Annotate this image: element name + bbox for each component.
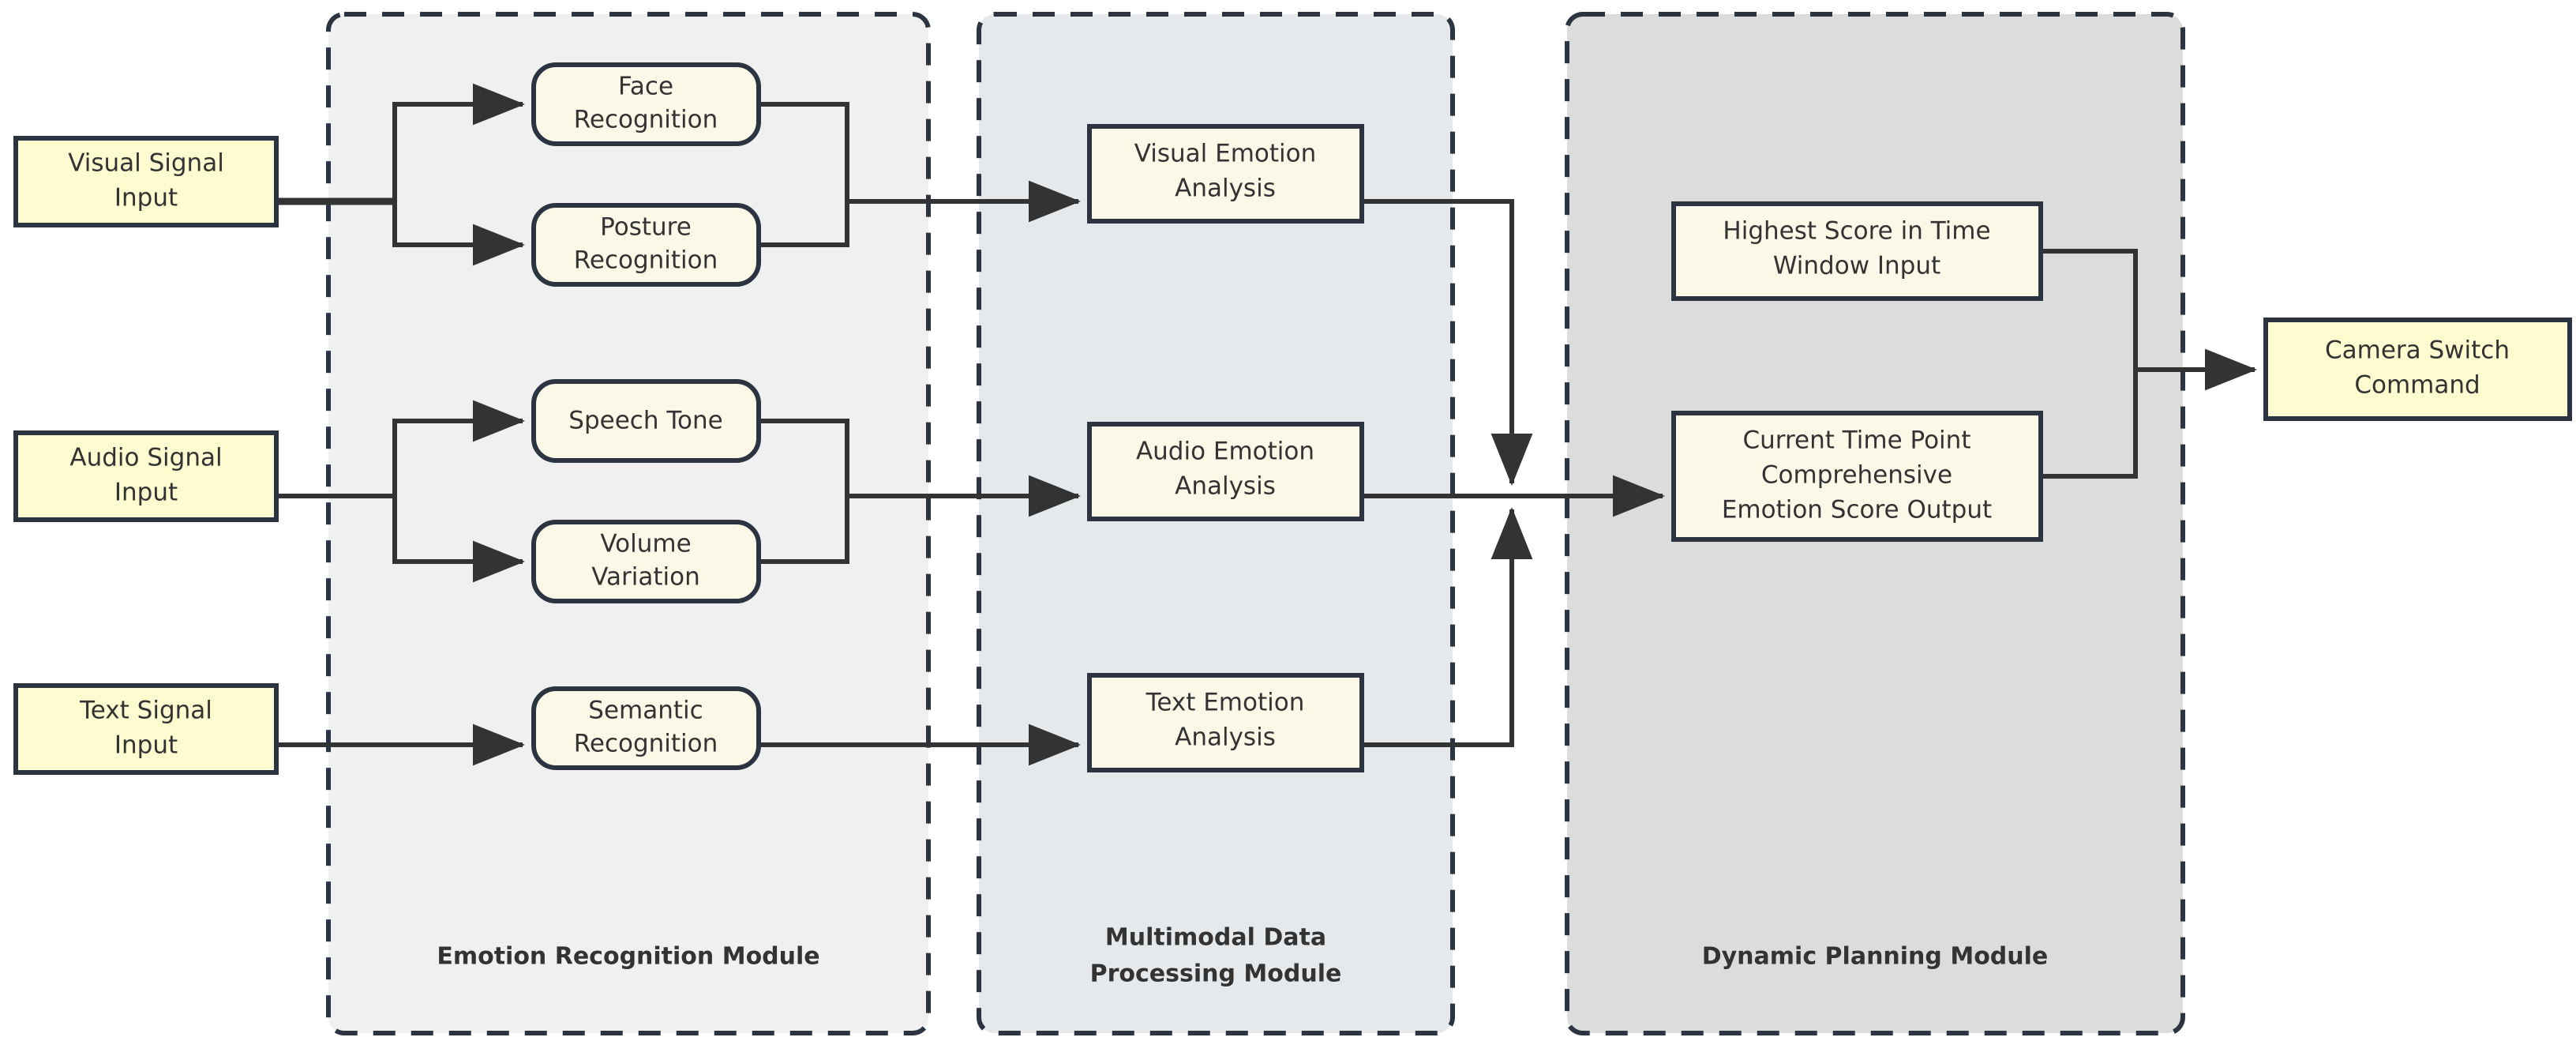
text-signal-input-label-line1: Text Signal — [79, 697, 212, 725]
posture-recognition-label-line2: Recognition — [574, 246, 718, 275]
edge-visual-to-face — [392, 83, 525, 201]
audio-signal-input-label-line1: Audio Signal — [69, 444, 222, 472]
node-text-signal-input[interactable]: Text Signal Input — [13, 683, 279, 775]
audio-emotion-analysis-label-line2: Analysis — [1175, 472, 1276, 501]
speech-tone-box[interactable] — [531, 379, 761, 463]
edge-face-out — [759, 102, 849, 201]
text-emotion-analysis-label-line2: Analysis — [1175, 723, 1276, 752]
module-multimodal-processing-label-line1: Multimodal Data — [1105, 924, 1326, 952]
semantic-recognition-label-line1: Semantic — [588, 697, 703, 725]
node-visual-emotion-analysis[interactable]: Visual Emotion Analysis — [1087, 124, 1364, 224]
edge-comprehensive-out — [2041, 370, 2138, 479]
edge-text-emotion-to-merge — [1362, 507, 1533, 747]
posture-recognition-box[interactable] — [531, 203, 761, 287]
node-volume-variation[interactable]: Volume Variation — [531, 520, 761, 603]
speech-tone-label-line1: Speech Tone — [568, 407, 722, 435]
comprehensive-emotion-score-label-line1: Current Time Point — [1743, 427, 1971, 455]
node-speech-tone[interactable]: Speech Tone — [531, 379, 761, 463]
face-recognition-label-line1: Face — [618, 73, 673, 101]
module-emotion-recognition-label: Emotion Recognition Module — [437, 943, 819, 971]
module-multimodal-processing-frame — [977, 12, 1455, 1035]
node-visual-signal-input[interactable]: Visual Signal Input — [13, 136, 279, 227]
text-signal-input-box[interactable] — [13, 683, 279, 775]
edge-audio-to-speech-tone — [392, 400, 525, 496]
edge-highest-score-out — [2041, 249, 2138, 370]
node-audio-signal-input[interactable]: Audio Signal Input — [13, 430, 279, 522]
face-recognition-label-line2: Recognition — [574, 106, 718, 134]
visual-emotion-analysis-box[interactable] — [1087, 124, 1364, 224]
edge-visual-to-posture — [392, 201, 525, 266]
module-multimodal-processing: Multimodal Data Processing Module — [977, 12, 1455, 1035]
node-camera-switch-command[interactable]: Camera Switch Command — [2263, 318, 2572, 421]
edge-posture-out — [759, 201, 849, 247]
audio-signal-input-label-line2: Input — [114, 479, 178, 507]
highest-score-window-label-line2: Window Input — [1773, 252, 1940, 280]
node-semantic-recognition[interactable]: Semantic Recognition — [531, 686, 761, 770]
node-audio-emotion-analysis[interactable]: Audio Emotion Analysis — [1087, 422, 1364, 521]
face-recognition-box[interactable] — [531, 62, 761, 146]
node-text-emotion-analysis[interactable]: Text Emotion Analysis — [1087, 673, 1364, 772]
text-signal-input-label-line2: Input — [114, 731, 178, 760]
comprehensive-emotion-score-label-line2: Comprehensive — [1761, 461, 1952, 490]
semantic-recognition-box[interactable] — [531, 686, 761, 770]
volume-variation-box[interactable] — [531, 520, 761, 603]
highest-score-window-label-line1: Highest Score in Time — [1723, 217, 1990, 246]
node-highest-score-window[interactable]: Highest Score in Time Window Input — [1671, 201, 2043, 301]
node-comprehensive-emotion-score[interactable]: Current Time Point Comprehensive Emotion… — [1671, 411, 2043, 542]
edge-layer — [276, 83, 2257, 766]
visual-emotion-analysis-label-line1: Visual Emotion — [1134, 140, 1317, 168]
node-face-recognition[interactable]: Face Recognition — [531, 62, 761, 146]
posture-recognition-label-line1: Posture — [600, 213, 692, 242]
visual-signal-input-label-line1: Visual Signal — [68, 149, 224, 178]
node-posture-recognition[interactable]: Posture Recognition — [531, 203, 761, 287]
highest-score-window-box[interactable] — [1671, 201, 2043, 301]
volume-variation-label-line2: Variation — [591, 563, 700, 592]
module-dynamic-planning-label: Dynamic Planning Module — [1702, 943, 2049, 971]
comprehensive-emotion-score-label-line3: Emotion Score Output — [1722, 496, 1992, 524]
edge-audio-to-volume-variation — [392, 496, 525, 583]
camera-switch-command-label-line1: Camera Switch — [2325, 336, 2510, 365]
edge-speech-tone-out — [759, 419, 849, 496]
audio-emotion-analysis-label-line1: Audio Emotion — [1136, 438, 1314, 466]
volume-variation-label-line1: Volume — [600, 530, 691, 558]
text-emotion-analysis-label-line1: Text Emotion — [1146, 689, 1305, 717]
visual-signal-input-label-line2: Input — [114, 184, 178, 212]
audio-signal-input-box[interactable] — [13, 430, 279, 522]
edge-volume-variation-out — [759, 496, 849, 564]
edge-visual-emotion-to-merge — [1362, 199, 1533, 486]
camera-switch-command-label-line2: Command — [2354, 371, 2480, 400]
text-emotion-analysis-box[interactable] — [1087, 673, 1364, 772]
visual-signal-input-box[interactable] — [13, 136, 279, 227]
semantic-recognition-label-line2: Recognition — [574, 730, 718, 758]
camera-switch-command-box[interactable] — [2263, 318, 2572, 421]
comprehensive-emotion-score-box[interactable] — [1671, 411, 2043, 542]
visual-emotion-analysis-label-line2: Analysis — [1175, 175, 1276, 203]
audio-emotion-analysis-box[interactable] — [1087, 422, 1364, 521]
module-multimodal-processing-label-line2: Processing Module — [1090, 960, 1342, 988]
